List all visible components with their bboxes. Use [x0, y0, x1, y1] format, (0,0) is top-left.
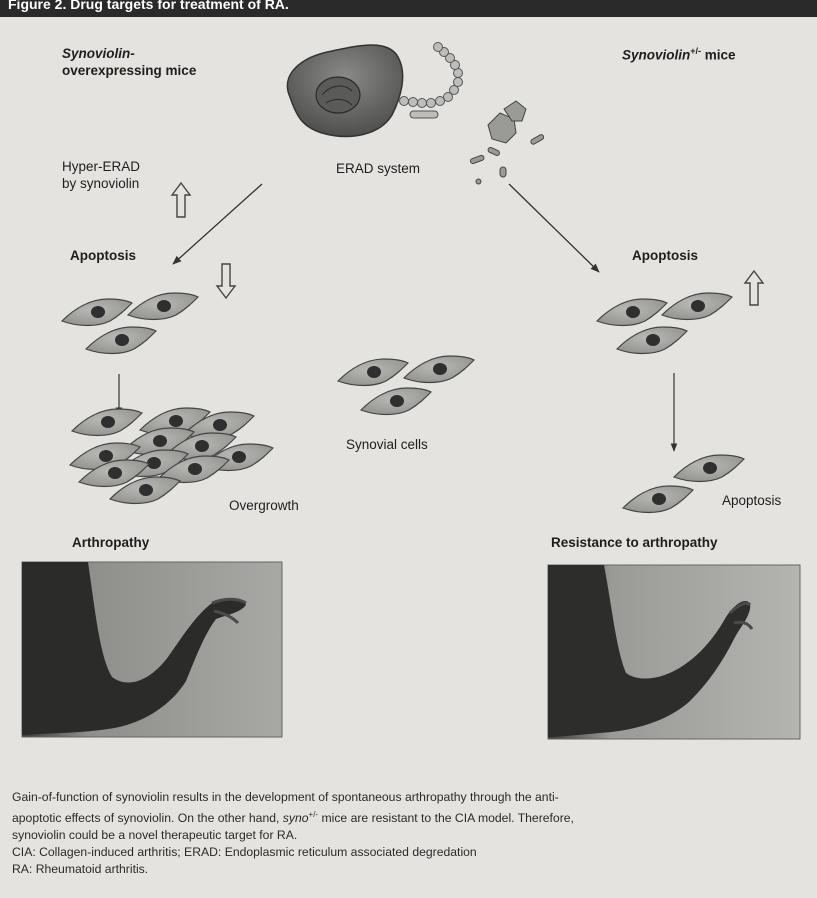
right-apoptosis-bottom-label: Apoptosis	[722, 492, 781, 509]
decrease-arrow-icon	[217, 264, 235, 298]
left-apoptosis-label: Apoptosis	[70, 247, 136, 264]
synovial-cell-icon	[617, 327, 687, 354]
synovial-cell-icon	[361, 388, 431, 415]
right-mouse-label: Synoviolin+/- mice	[622, 43, 736, 64]
left-mouse-label: overexpressing mice	[62, 62, 196, 79]
protein-chain-illustration	[400, 43, 463, 119]
figure-panel: Synoviolin- overexpressing mice Hyper-ER…	[0, 17, 817, 898]
diagram-graphic	[0, 17, 817, 767]
caption-syno-italic: syno	[283, 811, 309, 825]
right-apoptosis-top-label: Apoptosis	[632, 247, 698, 264]
caption-line2: apoptotic effects of synoviolin. On the …	[12, 806, 802, 827]
overgrowth-label: Overgrowth	[229, 497, 299, 514]
caption-line5: RA: Rheumatoid arthritis.	[12, 861, 802, 878]
synovial-cell-icon	[86, 327, 156, 354]
caption-line4: CIA: Collagen-induced arthritis; ERAD: E…	[12, 844, 802, 861]
resistance-label: Resistance to arthropathy	[551, 534, 718, 551]
right-mouse-label-italic: Synoviolin	[622, 48, 690, 63]
right-mouse-genotype: +/-	[690, 46, 701, 56]
caption-line2-b: mice are resistant to the CIA model. The…	[318, 811, 574, 825]
hyper-erad-label-line1: Hyper-ERAD	[62, 158, 140, 175]
resistance-paw-photo	[548, 565, 800, 739]
right-mouse-label-rest: mice	[701, 48, 736, 63]
increase-arrow-icon	[745, 271, 763, 305]
synovial-cell-icon	[338, 359, 408, 386]
figure-title: Figure 2. Drug targets for treatment of …	[8, 0, 817, 11]
arthropathy-label: Arthropathy	[72, 534, 149, 551]
caption-line2-a: apoptotic effects of synoviolin. On the …	[12, 811, 283, 825]
figure-header: Figure 2. Drug targets for treatment of …	[0, 0, 817, 17]
arrow-erad-to-right	[509, 184, 599, 272]
synovial-cell-icon	[662, 293, 732, 320]
synovial-cell-icon	[597, 299, 667, 326]
caption-line1: Gain-of-function of synoviolin results i…	[12, 789, 802, 806]
figure-caption: Gain-of-function of synoviolin results i…	[12, 789, 802, 878]
synovial-cell-icon	[128, 293, 198, 320]
left-mouse-label-italic: Synoviolin-	[62, 45, 135, 62]
synovial-cell-icon	[623, 486, 693, 513]
caption-syno-genotype: +/-	[309, 810, 319, 819]
increase-arrow-icon	[172, 183, 190, 217]
arthropathy-paw-photo	[22, 562, 282, 737]
arrow-erad-to-left	[173, 184, 262, 264]
erad-system-label: ERAD system	[336, 160, 420, 177]
caption-line3: synoviolin could be a novel therapeutic …	[12, 827, 802, 844]
synovial-cell-icon	[62, 299, 132, 326]
synovial-cells-label: Synovial cells	[346, 436, 428, 453]
proteasome-illustration	[470, 101, 545, 184]
synovial-cell-icon	[674, 455, 744, 482]
hyper-erad-label-line2: by synoviolin	[62, 175, 139, 192]
synovial-cell-icon	[404, 356, 474, 383]
overgrowth-cell-cluster	[70, 408, 273, 504]
er-cell-illustration	[287, 45, 402, 136]
